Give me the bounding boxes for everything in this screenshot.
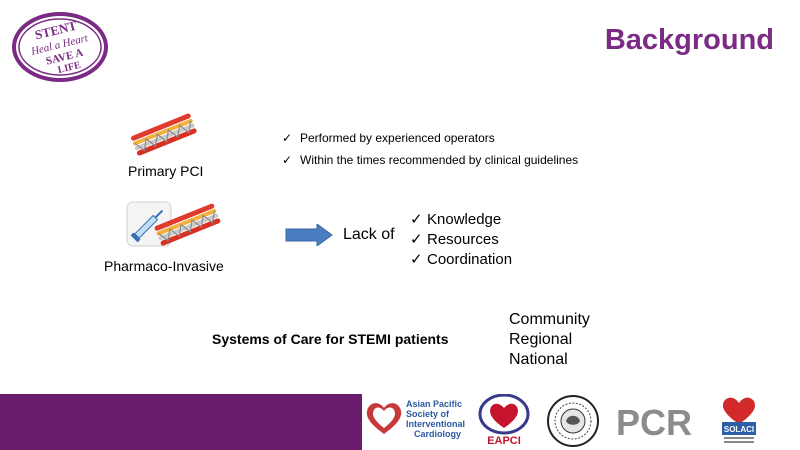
stent-save-a-life-logo: STENT Heal a Heart SAVE A LIFE [12,12,108,82]
solaci-text: SOLACI [724,425,754,434]
syringe-icon [130,209,164,243]
check-icon: ✓ [410,251,423,268]
lack-of-list: ✓Knowledge ✓Resources ✓Coordination [410,209,512,269]
apsic-text-2: Society of [406,409,450,419]
lack-of-label: Lack of [343,226,395,243]
list-item: ✓Resources [410,230,499,249]
pharmaco-invasive-label: Pharmaco-Invasive [104,258,224,274]
primary-pci-label: Primary PCI [128,163,204,179]
check-icon: ✓ [410,231,423,248]
pcr-text: PCR [616,404,692,440]
society-seal-logo [547,395,599,447]
list-item: ✓Performed by experienced operators [282,131,495,145]
level-item: National [509,351,568,368]
apsic-text-1: Asian Pacific [406,399,462,409]
eapci-logo: EAPCI [478,394,530,447]
apsic-text-3: Interventional [406,419,465,429]
check-icon: ✓ [282,153,293,167]
stent-icon [130,113,197,156]
list-item: ✓Within the times recommended by clinica… [282,153,579,167]
right-arrow-icon [285,224,333,246]
check-icon: ✓ [410,211,423,228]
pharmaco-invasive-image [126,201,221,247]
systems-of-care-levels: Community Regional National [509,310,590,370]
pcr-logo: PCR [616,404,692,440]
apsic-text-4: Cardiology [414,429,461,439]
eapci-text: EAPCI [487,435,521,447]
level-item: Community [509,311,590,328]
systems-of-care-label: Systems of Care for STEMI patients [212,331,449,347]
partner-logos: Asian Pacific Society of Interventional … [362,392,800,450]
solaci-logo: SOLACI [722,397,756,443]
pci-conditions-list: ✓Performed by experienced operators ✓Wit… [282,127,578,171]
list-item: ✓Coordination [410,250,513,269]
check-icon: ✓ [282,131,293,145]
level-item: Regional [509,331,573,348]
apsic-logo: Asian Pacific Society of Interventional … [366,399,465,439]
slide-title: Background [604,24,774,56]
list-item: ✓Knowledge [410,210,502,229]
